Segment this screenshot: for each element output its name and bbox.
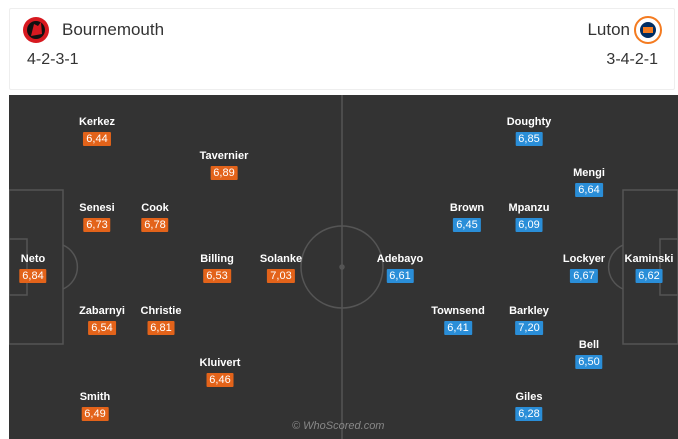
home-player-neto[interactable]: Neto 6,84: [19, 253, 47, 284]
player-name: Mpanzu: [508, 202, 550, 214]
player-name: Kaminski: [624, 253, 674, 265]
player-rating: 6,54: [88, 321, 116, 335]
away-player-doughty[interactable]: Doughty 6,85: [506, 116, 552, 147]
pitch-lines: [9, 95, 678, 439]
player-name: Giles: [515, 391, 543, 403]
player-rating: 6,44: [83, 132, 111, 146]
player-name: Adebayo: [376, 253, 424, 265]
watermark: © WhoScored.com: [292, 420, 385, 432]
away-player-barkley[interactable]: Barkley 7,20: [509, 305, 549, 336]
player-rating: 6,89: [210, 166, 238, 180]
player-rating: 6,50: [575, 355, 603, 369]
pitch: Neto 6,84 Kerkez 6,44 Senesi 6,73 Zabarn…: [9, 95, 678, 439]
player-name: Doughty: [506, 116, 552, 128]
away-player-mpanzu[interactable]: Mpanzu 6,09: [508, 202, 550, 233]
player-rating: 6,78: [141, 218, 169, 232]
home-player-christie[interactable]: Christie 6,81: [140, 305, 182, 336]
player-rating: 6,49: [81, 407, 109, 421]
player-name: Christie: [140, 305, 182, 317]
player-rating: 6,28: [515, 407, 543, 421]
player-name: Kluivert: [199, 357, 241, 369]
player-name: Kerkez: [78, 116, 116, 128]
home-player-tavernier[interactable]: Tavernier 6,89: [199, 150, 249, 181]
player-name: Bell: [578, 339, 600, 351]
player-rating: 6,53: [203, 269, 231, 283]
home-player-kerkez[interactable]: Kerkez 6,44: [79, 116, 115, 147]
home-player-senesi[interactable]: Senesi 6,73: [79, 202, 115, 233]
player-rating: 7,03: [267, 269, 295, 283]
player-name: Brown: [449, 202, 485, 214]
away-player-giles[interactable]: Giles 6,28: [515, 391, 543, 422]
away-player-kaminski[interactable]: Kaminski 6,62: [624, 253, 674, 284]
home-player-solanke[interactable]: Solanke 7,03: [260, 253, 302, 284]
player-name: Neto: [20, 253, 46, 265]
player-rating: 7,20: [515, 321, 543, 335]
player-rating: 6,45: [453, 218, 481, 232]
player-name: Billing: [200, 253, 234, 265]
home-formation: 4-2-3-1: [27, 51, 79, 68]
player-rating: 6,64: [575, 183, 603, 197]
away-player-brown[interactable]: Brown 6,45: [450, 202, 484, 233]
player-name: Mengi: [573, 167, 605, 179]
home-player-smith[interactable]: Smith 6,49: [79, 391, 111, 422]
player-rating: 6,67: [570, 269, 598, 283]
home-player-kluivert[interactable]: Kluivert 6,46: [199, 357, 241, 388]
player-name: Townsend: [431, 305, 485, 317]
player-name: Lockyer: [562, 253, 606, 265]
home-player-zabarnyi[interactable]: Zabarnyi 6,54: [79, 305, 125, 336]
player-rating: 6,85: [515, 132, 543, 146]
player-rating: 6,09: [515, 218, 543, 232]
player-name: Tavernier: [199, 150, 249, 162]
match-header: Bournemouth 4-2-3-1 Luton 3-4-2-1: [0, 0, 678, 94]
player-name: Barkley: [509, 305, 549, 317]
player-name: Zabarnyi: [79, 305, 125, 317]
bournemouth-crest-icon: [23, 17, 49, 43]
player-name: Cook: [141, 202, 169, 214]
player-rating: 6,62: [635, 269, 663, 283]
player-rating: 6,73: [83, 218, 111, 232]
player-name: Smith: [79, 391, 111, 403]
home-team-name[interactable]: Bournemouth: [62, 20, 165, 39]
player-name: Senesi: [79, 202, 115, 214]
player-rating: 6,61: [386, 269, 414, 283]
player-rating: 6,41: [444, 321, 472, 335]
header-box: [9, 8, 675, 90]
player-rating: 6,46: [206, 373, 234, 387]
away-team-name[interactable]: Luton: [587, 20, 630, 39]
player-rating: 6,81: [147, 321, 175, 335]
luton-crest-icon: [634, 16, 662, 44]
home-player-billing[interactable]: Billing 6,53: [200, 253, 234, 284]
home-player-cook[interactable]: Cook 6,78: [141, 202, 169, 233]
away-player-bell[interactable]: Bell 6,50: [575, 339, 603, 370]
away-player-mengi[interactable]: Mengi 6,64: [573, 167, 605, 198]
player-name: Solanke: [259, 253, 303, 265]
away-player-lockyer[interactable]: Lockyer 6,67: [563, 253, 605, 284]
away-formation: 3-4-2-1: [606, 51, 658, 68]
away-player-adebayo[interactable]: Adebayo 6,61: [377, 253, 423, 284]
player-rating: 6,84: [19, 269, 47, 283]
away-player-townsend[interactable]: Townsend 6,41: [431, 305, 485, 336]
